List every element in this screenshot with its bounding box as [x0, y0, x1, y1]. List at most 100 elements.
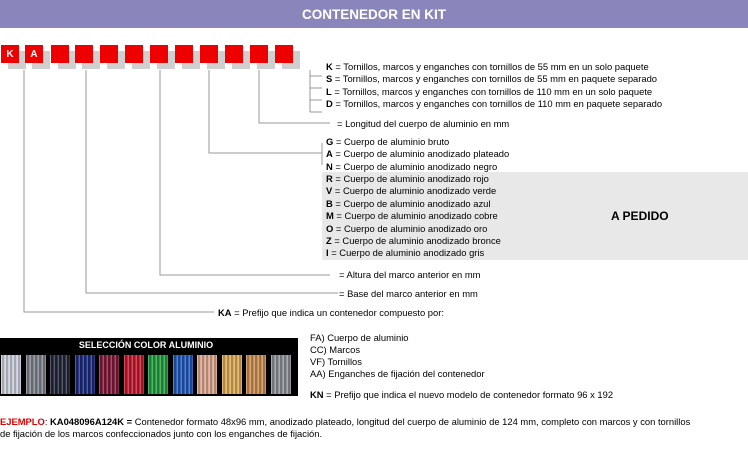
- on-request-option-equals: =: [331, 235, 343, 246]
- on-request-option-equals: =: [332, 173, 344, 184]
- fixing-option-text: Tornillos, marcos y enganches con tornil…: [342, 85, 653, 97]
- example-line-2: de fijación de los marcos confeccionados…: [0, 428, 323, 439]
- swatch-panel-title: SELECCIÓN COLOR ALUMINIO: [78, 340, 214, 350]
- finish-option: N = Cuerpo de aluminio anodizado negro: [326, 161, 497, 173]
- prefix-ka-text: = Prefijo que indica un contenedor compu…: [231, 307, 444, 318]
- finish-option-equals: =: [333, 136, 344, 147]
- code-box: [200, 45, 218, 63]
- base-note: = Base del marco anterior en mm: [339, 288, 478, 299]
- prefix-ka-code: KA: [218, 307, 232, 318]
- code-box: [51, 45, 69, 63]
- color-swatch: [246, 355, 266, 394]
- page-title: CONTENEDOR EN KIT: [301, 6, 446, 22]
- fixing-option-text: Tornillos, marcos y enganches con tornil…: [343, 61, 649, 72]
- code-box: A: [25, 45, 43, 63]
- on-request-option-code: I: [326, 247, 329, 259]
- fixing-option-equals: =: [332, 61, 344, 72]
- prefix-kn: KN = Prefijo que indica el nuevo modelo …: [310, 389, 613, 401]
- finish-option-code: A: [326, 148, 333, 160]
- code-box: [175, 45, 193, 63]
- component-item: VF) Tornillos: [310, 356, 362, 367]
- on-request-option: M = Cuerpo de aluminio anodizado cobre: [326, 210, 498, 222]
- fixing-option: L = Tornillos, marcos y enganches con to…: [326, 86, 652, 98]
- on-request-option-code: V: [326, 185, 333, 197]
- on-request-label: A PEDIDO: [611, 209, 669, 223]
- finish-option-text: Cuerpo de aluminio anodizado plateado: [343, 148, 510, 160]
- color-swatch: [74, 355, 95, 394]
- code-box: [125, 45, 143, 63]
- example-line-1: EJEMPLO: KA048096A124K = Contenedor form…: [0, 416, 690, 428]
- finish-option-code: G: [326, 136, 334, 147]
- connector-length: [258, 70, 330, 124]
- color-swatch: [1, 355, 21, 394]
- on-request-option-equals: =: [332, 197, 344, 209]
- on-request-option-code: R: [326, 173, 333, 184]
- code-box: [75, 45, 93, 63]
- fixing-option-text: Tornillos, marcos y enganches con tornil…: [342, 73, 658, 85]
- finish-option-equals: =: [332, 148, 344, 160]
- on-request-option-text: Cuerpo de aluminio anodizado oro: [343, 222, 488, 234]
- prefix-ka: KA = Prefijo que indica un contenedor co…: [218, 307, 444, 319]
- on-request-option-text: Cuerpo de aluminio anodizado verde: [342, 185, 497, 197]
- on-request-option-text: Cuerpo de aluminio anodizado gris: [339, 247, 485, 259]
- code-box: K: [1, 45, 19, 63]
- example-sep: :: [44, 416, 51, 427]
- code-box: [150, 45, 168, 63]
- fixing-option: S = Tornillos, marcos y enganches con to…: [326, 73, 657, 85]
- color-swatch: [270, 355, 291, 394]
- component-item: AA) Enganches de fijación del contenedor: [310, 368, 485, 379]
- color-swatch: [172, 355, 193, 394]
- on-request-option-equals: =: [333, 222, 344, 234]
- code-box: [225, 45, 243, 63]
- color-swatch: [123, 355, 144, 394]
- finish-option-code: N: [326, 160, 333, 172]
- on-request-block: [322, 172, 748, 260]
- connector-prefix: [23, 70, 214, 313]
- header-bar: CONTENEDOR EN KIT: [0, 0, 748, 28]
- length-note: = Longitud del cuerpo de aluminio en mm: [337, 118, 510, 129]
- on-request-option: I = Cuerpo de aluminio anodizado gris: [326, 247, 484, 259]
- fixing-option-code: K: [326, 61, 333, 72]
- fixing-option-equals: =: [331, 85, 343, 97]
- on-request-option: R = Cuerpo de aluminio anodizado rojo: [326, 173, 489, 185]
- fixing-option-code: D: [326, 98, 333, 110]
- on-request-option-text: Cuerpo de aluminio anodizado azul: [343, 197, 491, 209]
- color-swatch: [25, 355, 46, 394]
- connector-base: [85, 70, 338, 294]
- finish-option-text: Cuerpo de aluminio bruto: [343, 136, 450, 147]
- on-request-option-text: Cuerpo de aluminio anodizado cobre: [344, 210, 498, 222]
- connector-finish: [208, 70, 322, 154]
- color-swatch: [99, 355, 119, 394]
- finish-option: G = Cuerpo de aluminio bruto: [326, 136, 449, 148]
- on-request-option: B = Cuerpo de aluminio anodizado azul: [326, 198, 490, 210]
- finish-option-equals: =: [332, 160, 344, 172]
- on-request-option: Z = Cuerpo de aluminio anodizado bronce: [326, 235, 501, 247]
- fixing-option: K = Tornillos, marcos y enganches con to…: [326, 61, 649, 73]
- on-request-option-equals: =: [328, 247, 340, 259]
- component-item: CC) Marcos: [310, 344, 361, 355]
- on-request-option-code: B: [326, 197, 333, 209]
- on-request-option-code: Z: [326, 235, 332, 246]
- on-request-option-equals: =: [332, 185, 343, 197]
- on-request-option-text: Cuerpo de aluminio anodizado bronce: [342, 235, 501, 246]
- fixing-option: D = Tornillos, marcos y enganches con to…: [326, 98, 662, 110]
- connector-fixing: [309, 70, 320, 77]
- fixing-option-code: S: [326, 73, 333, 85]
- connector-height: [159, 70, 330, 276]
- example-code: KA048096A124K =: [50, 416, 133, 427]
- on-request-option: O = Cuerpo de aluminio anodizado oro: [326, 223, 487, 235]
- code-box: [100, 45, 118, 63]
- on-request-option-text: Cuerpo de aluminio anodizado rojo: [343, 173, 489, 184]
- code-box: [250, 45, 268, 63]
- color-swatch: [221, 355, 242, 394]
- fixing-option-text: Tornillos, marcos y enganches con tornil…: [343, 98, 663, 110]
- color-swatch: [50, 355, 70, 394]
- on-request-option: V = Cuerpo de aluminio anodizado verde: [326, 185, 496, 197]
- finish-option-text: Cuerpo de aluminio anodizado negro: [343, 160, 498, 172]
- code-box: [275, 45, 293, 63]
- color-swatch: [197, 355, 217, 394]
- on-request-option-code: M: [326, 210, 334, 222]
- example-text-1: Contenedor formato 48x96 mm, anodizado p…: [132, 416, 691, 427]
- component-item: FA) Cuerpo de aluminio: [310, 332, 409, 343]
